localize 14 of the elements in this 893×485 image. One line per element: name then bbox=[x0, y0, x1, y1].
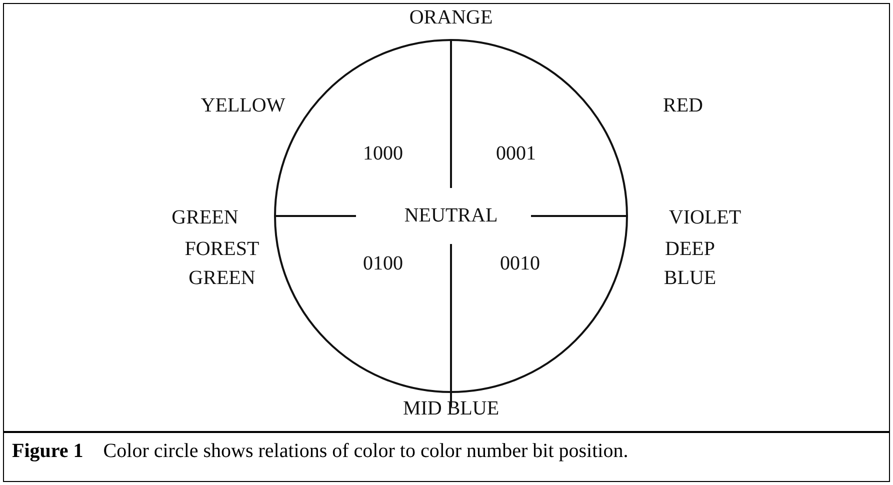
color-name-label: YELLOW bbox=[200, 94, 286, 118]
bit-number: 0001 bbox=[496, 142, 536, 166]
color-name-label: DEEP BLUE bbox=[662, 237, 718, 291]
figure-caption: Figure 1 Color circle shows relations of color to color number bit position. bbox=[12, 440, 628, 463]
color-name-label: GREEN bbox=[172, 206, 238, 230]
bit-number: 0100 bbox=[363, 252, 403, 276]
color-name-label: ORANGE bbox=[409, 6, 493, 30]
color-name-label: VIOLET bbox=[668, 206, 742, 230]
color-name-label: FOREST GREEN bbox=[184, 237, 260, 291]
color-name-label: MID BLUE bbox=[402, 396, 500, 422]
center-label: NEUTRAL bbox=[404, 204, 498, 228]
bit-number: 1000 bbox=[363, 142, 403, 166]
color-name-label: RED bbox=[663, 94, 703, 118]
bit-number: 0010 bbox=[500, 252, 540, 276]
